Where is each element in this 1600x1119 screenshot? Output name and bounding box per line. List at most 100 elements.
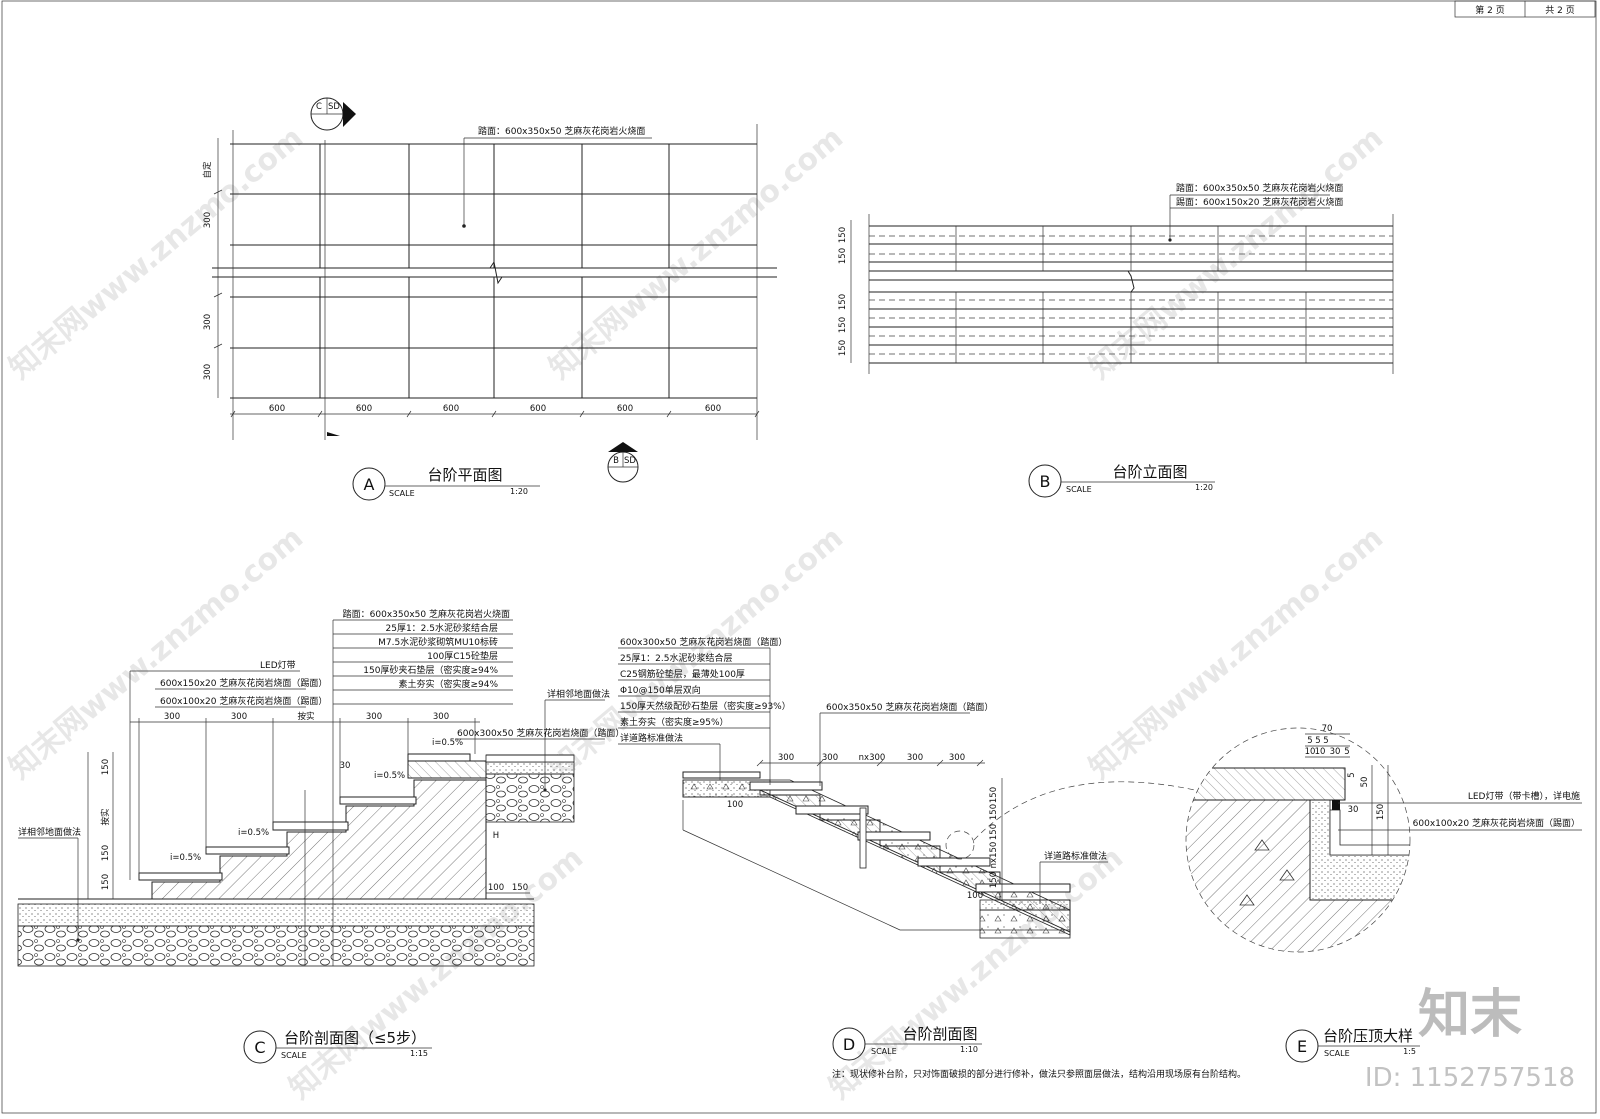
sect-c-adjacent-left: 详相邻地面做法 [18,826,81,838]
elev-b-dim: 150 [838,227,848,243]
sect-c-top-dim: 300 [231,712,247,722]
sect-d-title: 台阶剖面图 [902,1025,977,1043]
plan-a-dim-h: 600 [705,404,721,414]
sect-d-top-dim: 300 [907,753,923,763]
plan-a-marker: A [364,475,375,494]
plan-a-drawing: 自定 300 300 300 600 600 600 600 600 600 踏… [202,97,777,501]
plan-a-dim-v: 300 [203,212,213,228]
detail-e-top-dim: 30 [1330,747,1341,757]
plan-a-dim-h: 600 [530,404,546,414]
detail-e-riser-callout: 600x100x20 芝麻灰花岗岩烧面（踢面） [1413,817,1580,829]
section-cut-b-symbol: B SD [607,442,639,483]
sect-c-layer: 150厚砂夹石垫层（密实度≥94% [363,664,498,676]
detail-e-top-dim: 5 [1344,747,1349,757]
detail-e-scale-word: SCALE [1324,1049,1350,1058]
sect-c-top-dim: 按实 [297,711,314,722]
plan-a-dim-h: 600 [356,404,372,414]
sect-c-h-label: H [493,831,499,841]
sect-c-rise-dim: 150 [101,874,111,890]
sect-c-rise-dim: 150 [101,759,111,775]
detail-e-top-dim: 10 [1315,747,1326,757]
sect-d-layer: C25钢筋砼垫层，最薄处100厚 [620,668,745,680]
plan-a-dim-h: 600 [443,404,459,414]
sect-c-layer: 踏面：600x350x50 芝麻灰花岗岩火烧面 [343,608,510,620]
detail-e-marker: E [1297,1037,1307,1056]
sect-c-left-callout: 600x150x20 芝麻灰花岗岩烧面（踢面） [160,677,327,689]
detail-e-title-block: E 台阶压顶大样 SCALE 1:5 [1285,1027,1420,1063]
sect-c-top-dim: 300 [433,712,449,722]
elev-b-marker: B [1040,472,1051,491]
elev-b-callout: 踏面：600x350x50 芝麻灰花岗岩火烧面 [1176,182,1343,194]
plan-a-dim-v: 300 [203,364,213,380]
sect-c-title: 台阶剖面图（≤5步） [284,1029,426,1047]
sect-c-adjacent-right: 详相邻地面做法 [547,688,610,700]
sect-c-layer: 100厚C15砼垫层 [427,650,498,662]
sect-c-slope: i=0.5% [238,828,269,838]
watermark-text: 知末网www.znzmo.com [3,520,310,786]
sect-c-scale: 1:15 [410,1049,428,1058]
page-total: 共 2 页 [1545,5,1574,16]
sect-c-small-dim: 150 [512,883,528,893]
sect-d-right-callout: 详道路标准做法 [1044,850,1107,862]
elev-b-dim: 150 [838,317,848,333]
sect-d-tread-callout: 600x350x50 芝麻灰花岗岩烧面（踏面） [826,701,993,713]
sect-c-led-callout: LED灯带 [260,660,296,671]
elev-b-title: 台阶立面图 [1112,463,1187,481]
sect-d-small-dim: 100 [727,800,743,810]
sect-d-layer: 25厚1：2.5水泥砂浆结合层 [620,652,733,664]
watermark-text: 知末网www.znzmo.com [3,120,310,386]
detail-e-top-dim: 5 [1323,736,1328,746]
plan-a-title: 台阶平面图 [427,466,502,484]
detail-e-scale: 1:5 [1403,1047,1416,1056]
plan-a-dim-h: 600 [617,404,633,414]
sect-d-layer: 600x300x50 芝麻灰花岗岩烧面（踏面） [620,636,787,648]
sect-c-left-callout: 600x100x20 芝麻灰花岗岩烧面（踢面） [160,695,327,707]
section-c-drawing: 300 300 按实 300 300 150 按实 150 150 i=0.5%… [17,608,624,1064]
sect-d-marker: D [843,1035,855,1054]
detail-e-title: 台阶压顶大样 [1323,1027,1413,1045]
sect-d-top-dim: 300 [822,753,838,763]
watermark-text: 知末网www.znzmo.com [1083,120,1390,386]
sect-d-rise-dim: nx150 [989,842,999,869]
page-number-box: 第 2 页 共 2 页 [1454,0,1596,18]
detail-e-led-callout: LED灯带（带卡槽），详电施 [1468,790,1580,802]
elev-b-callout: 踢面：600x150x20 芝麻灰花岗岩火烧面 [1176,196,1343,208]
sect-c-slope: i=0.5% [374,771,405,781]
sect-d-top-dim: 300 [949,753,965,763]
elev-b-dim: 150 [838,294,848,310]
sect-d-top-dim: nx300 [859,753,886,763]
elev-b-scale: 1:20 [1195,483,1213,492]
detail-e-side-dim: 5 [1347,772,1357,777]
sect-c-small-dim: 30 [340,761,351,771]
sect-d-scale-word: SCALE [871,1047,897,1056]
sect-d-title-block: D 台阶剖面图 SCALE 1:10 [832,1025,982,1061]
elev-b-scale-word: SCALE [1066,485,1092,494]
sect-c-layer: 25厚1：2.5水泥砂浆结合层 [386,622,499,634]
sect-d-rise-dim: 150 [989,787,999,803]
sect-c-layer: M7.5水泥砂浆砌筑MU10标砖 [378,636,498,648]
elev-b-title-block: B 台阶立面图 SCALE 1:20 [1028,463,1215,498]
sect-d-layer: 详道路标准做法 [620,732,683,744]
elev-b-dim: 150 [838,248,848,264]
sect-d-layer: 素土夯实（密实度≥95%） [620,716,729,728]
brand-id: ID: 1152757518 [1365,1063,1575,1093]
sect-c-small-dim: 100 [488,883,504,893]
cut-c-sheet: SD [328,102,340,112]
sect-d-layer: 150厚天然级配砂石垫层（密实度≥93%） [620,700,791,712]
sect-d-layer: Φ10@150单层双向 [620,684,701,696]
plan-a-dim-v: 自定 [202,161,213,179]
page-number: 第 2 页 [1475,4,1504,16]
sect-c-layer: 素土夯实（密实度≥94% [398,678,498,690]
cut-b-letter: B [613,456,619,466]
detail-e-side-dim: 50 [1360,777,1370,788]
sect-c-top-dim: 300 [366,712,382,722]
watermark-text: 知末网www.znzmo.com [543,120,850,386]
detail-e-drawing: 70 5 5 5 10 10 30 5 5 50 150 30 LED灯带（带卡… [1185,724,1582,1063]
sect-c-rise-dim: 按实 [100,808,111,825]
elev-b-dim: 150 [838,340,848,356]
sect-c-top-right-callout: 600x300x50 芝麻灰花岗岩烧面（踏面） [457,727,624,739]
sect-c-scale-word: SCALE [281,1051,307,1060]
